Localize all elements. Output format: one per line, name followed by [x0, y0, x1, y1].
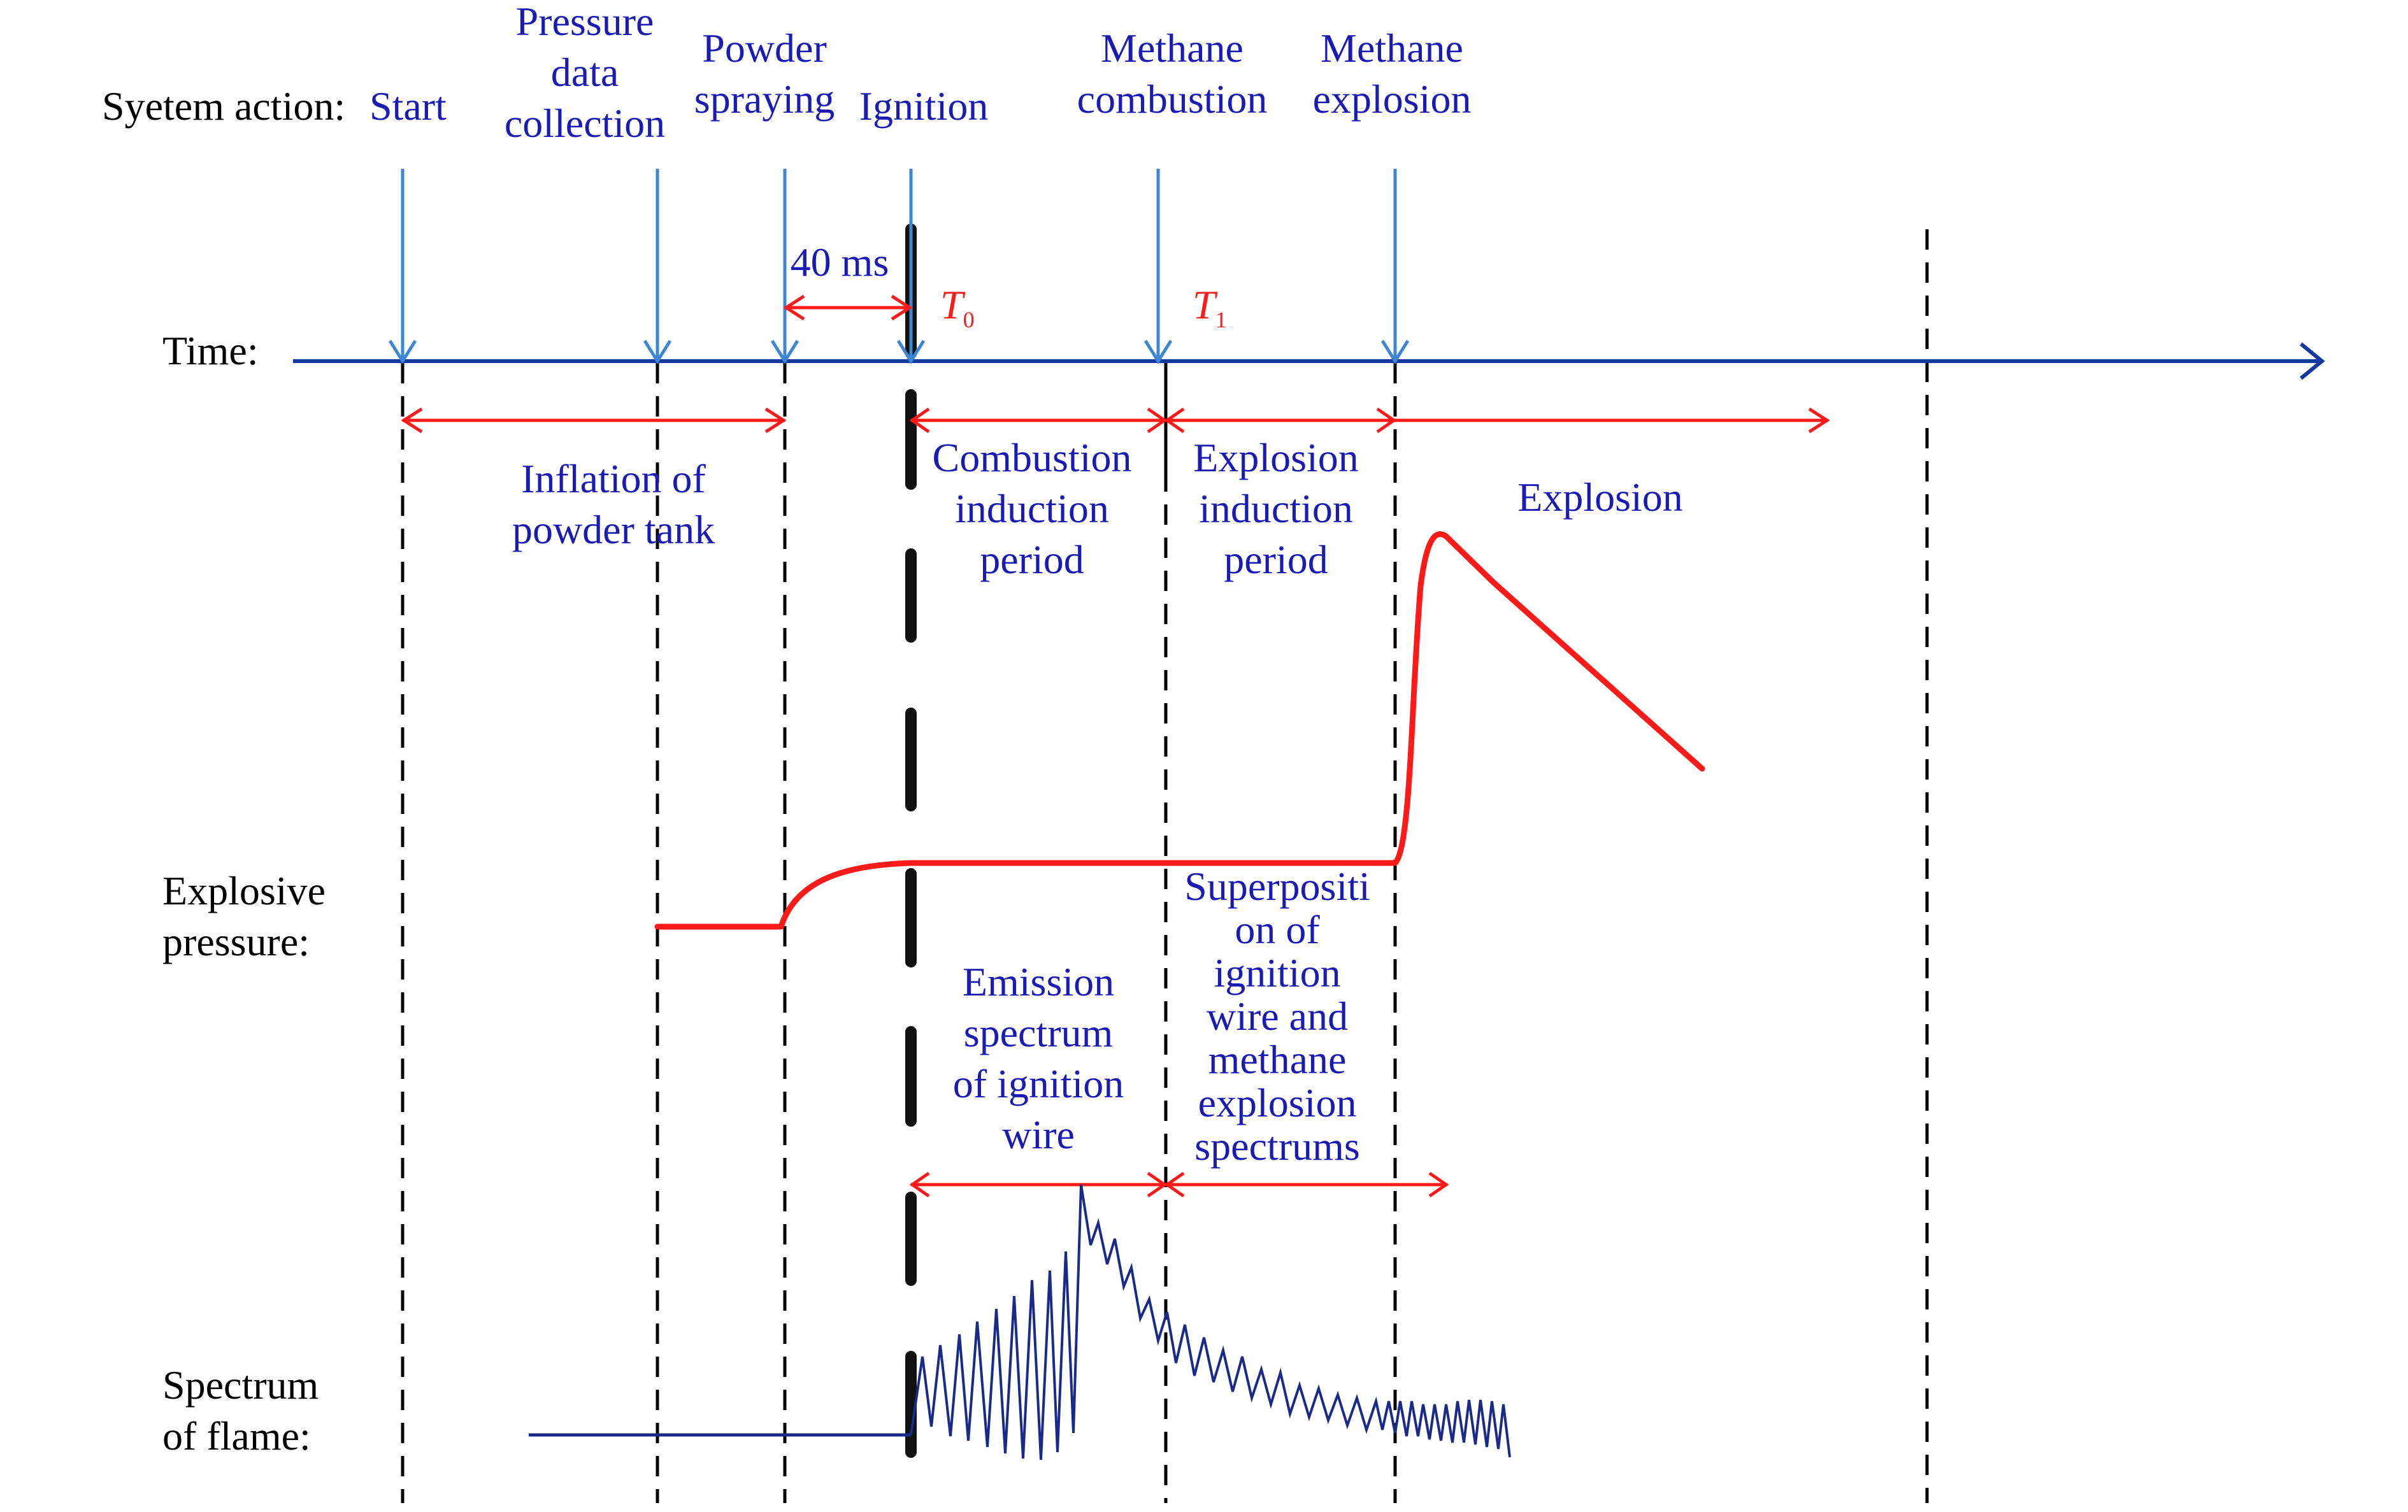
period-combustion-induction-3: period: [980, 537, 1084, 582]
spectrum-superposition-5: methane: [1208, 1037, 1347, 1082]
spectrum-emission-3: of ignition: [953, 1061, 1124, 1106]
interval-40ms: 40 ms: [791, 239, 889, 285]
spectrum-superposition-1: Superpositi: [1184, 864, 1370, 909]
period-explosion-induction-1: Explosion: [1193, 435, 1359, 480]
period-explosion-induction-2: induction: [1199, 486, 1353, 531]
spectrum-superposition-7: spectrums: [1194, 1123, 1360, 1169]
arrowhead-icon: [909, 407, 930, 434]
arrowhead-icon: [1380, 339, 1410, 364]
explosive-pressure-label-2: pressure:: [162, 919, 310, 964]
arrowhead-icon: [388, 339, 417, 364]
action-pressure-data-1: Pressure: [516, 0, 654, 44]
spectrum-superposition-4: wire and: [1207, 994, 1348, 1039]
period-inflation-1: Inflation of: [521, 456, 706, 501]
time-label: Time:: [162, 328, 259, 373]
arrowhead-icon: [1376, 407, 1397, 434]
arrowhead-icon: [909, 1171, 930, 1198]
spectrum-emission-1: Emission: [963, 959, 1114, 1004]
spectrum-label-2: of flame:: [162, 1413, 311, 1459]
spectrum-emission-4: wire: [1002, 1112, 1075, 1157]
period-combustion-induction-1: Combustion: [933, 435, 1132, 480]
action-powder-spraying-1: Powder: [702, 25, 827, 71]
arrowhead-icon: [1164, 1171, 1185, 1198]
action-powder-spraying-2: spraying: [694, 76, 835, 122]
arrowhead-icon: [1428, 1171, 1449, 1198]
arrowhead-icon: [1808, 407, 1830, 434]
spectrum-superposition-2: on of: [1235, 907, 1320, 952]
arrowhead-icon: [401, 407, 423, 434]
arrowhead-icon: [783, 294, 805, 321]
period-explosion: Explosion: [1517, 474, 1683, 520]
arrowhead-icon: [891, 294, 913, 321]
explosive-pressure-curve: [654, 531, 1705, 930]
arrowhead-icon: [896, 339, 926, 364]
period-explosion-induction-3: period: [1224, 537, 1328, 582]
action-methane-explosion-1: Methane: [1321, 25, 1463, 71]
action-pressure-data-2: data: [551, 50, 619, 95]
arrowhead-icon: [643, 339, 672, 364]
arrowhead-icon: [1143, 339, 1173, 364]
explosive-pressure-label-1: Explosive: [162, 868, 326, 913]
action-ignition: Ignition: [859, 83, 989, 129]
action-start: Start: [369, 83, 447, 129]
spectrum-superposition-6: explosion: [1198, 1080, 1357, 1125]
action-pressure-data-3: collection: [505, 101, 665, 146]
flame-spectrum-trace: [910, 1184, 1511, 1460]
period-inflation-2: powder tank: [512, 507, 715, 552]
time-axis-arrowhead: [2300, 342, 2325, 380]
spectrum-label-1: Spectrum: [162, 1362, 319, 1408]
action-methane-combustion-1: Methane: [1101, 25, 1243, 71]
marker-t0: T0: [940, 282, 975, 332]
action-methane-combustion-2: combustion: [1077, 76, 1268, 122]
arrowhead-icon: [770, 339, 799, 364]
marker-t1: T1: [1193, 282, 1227, 332]
action-methane-explosion-2: explosion: [1313, 76, 1472, 122]
arrowhead-icon: [764, 407, 787, 434]
spectrum-superposition-3: ignition: [1214, 950, 1340, 995]
system-action-label: Syetem action:: [102, 83, 345, 129]
spectrum-emission-2: spectrum: [964, 1010, 1114, 1055]
period-combustion-induction-2: induction: [955, 486, 1109, 531]
arrowhead-icon: [1164, 407, 1185, 434]
